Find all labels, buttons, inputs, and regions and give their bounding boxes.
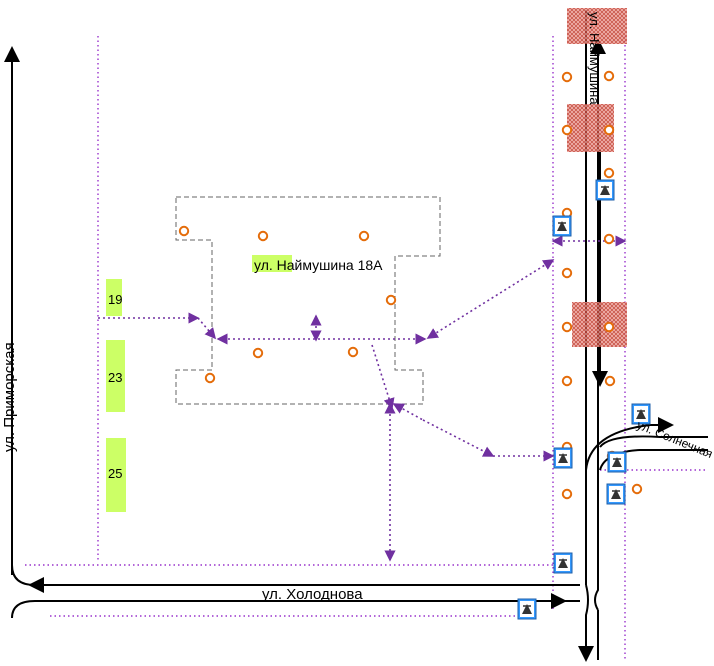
tree-icon [561, 71, 573, 83]
house-23 [106, 340, 125, 412]
pedestrian-crossing-sign-icon [595, 179, 615, 201]
pedestrian-crossing-sign-icon [607, 451, 627, 473]
street-label-kholodnova: ул. Холоднова [262, 586, 363, 603]
house-25 [106, 438, 126, 512]
tree-icon [631, 483, 643, 495]
street-label-primorskaya: ул. Приморская [1, 342, 18, 452]
building-label: ул. Наймушина 18А [254, 257, 383, 273]
house-19-label: 19 [108, 292, 122, 307]
street-label-solnechnaya: ул. Солнечная [635, 418, 714, 461]
tree-icon [385, 294, 397, 306]
tree-icon [347, 346, 359, 358]
pedestrian-crossing-sign-icon [553, 447, 573, 469]
pedestrian-crossing-sign-icon [553, 552, 573, 574]
tree-icon [561, 488, 573, 500]
tree-icon [561, 267, 573, 279]
pedestrian-routes [98, 235, 627, 562]
tree-icon [561, 321, 573, 333]
tree-icon [257, 230, 269, 242]
tree-icon [358, 230, 370, 242]
street-label-naimushina: ул. Наймушина [587, 12, 602, 105]
tree-icon [603, 70, 615, 82]
tree-icon [603, 321, 615, 333]
houses: 19 23 25 [106, 279, 126, 512]
school-building-outline [175, 196, 441, 405]
tree-icon [603, 124, 615, 136]
tree-icon [561, 124, 573, 136]
danger-zone-icon [572, 302, 627, 347]
building-label-highlight [252, 255, 292, 272]
house-19 [106, 279, 122, 316]
tree-icon [604, 375, 616, 387]
pedestrian-crossing-sign-icon [606, 483, 626, 505]
house-23-label: 23 [108, 370, 122, 385]
house-25-label: 25 [108, 466, 122, 481]
pedestrian-crossing-sign-icon [517, 598, 537, 620]
tree-icon [178, 225, 190, 237]
tree-icon [561, 375, 573, 387]
pedestrian-crossing-sign-icon [552, 215, 572, 237]
danger-zone-icon [567, 8, 627, 44]
crossing-signs [517, 179, 651, 620]
tree-icon [603, 167, 615, 179]
tree-icon [204, 372, 216, 384]
tree-icon [603, 233, 615, 245]
tree-icon [252, 347, 264, 359]
